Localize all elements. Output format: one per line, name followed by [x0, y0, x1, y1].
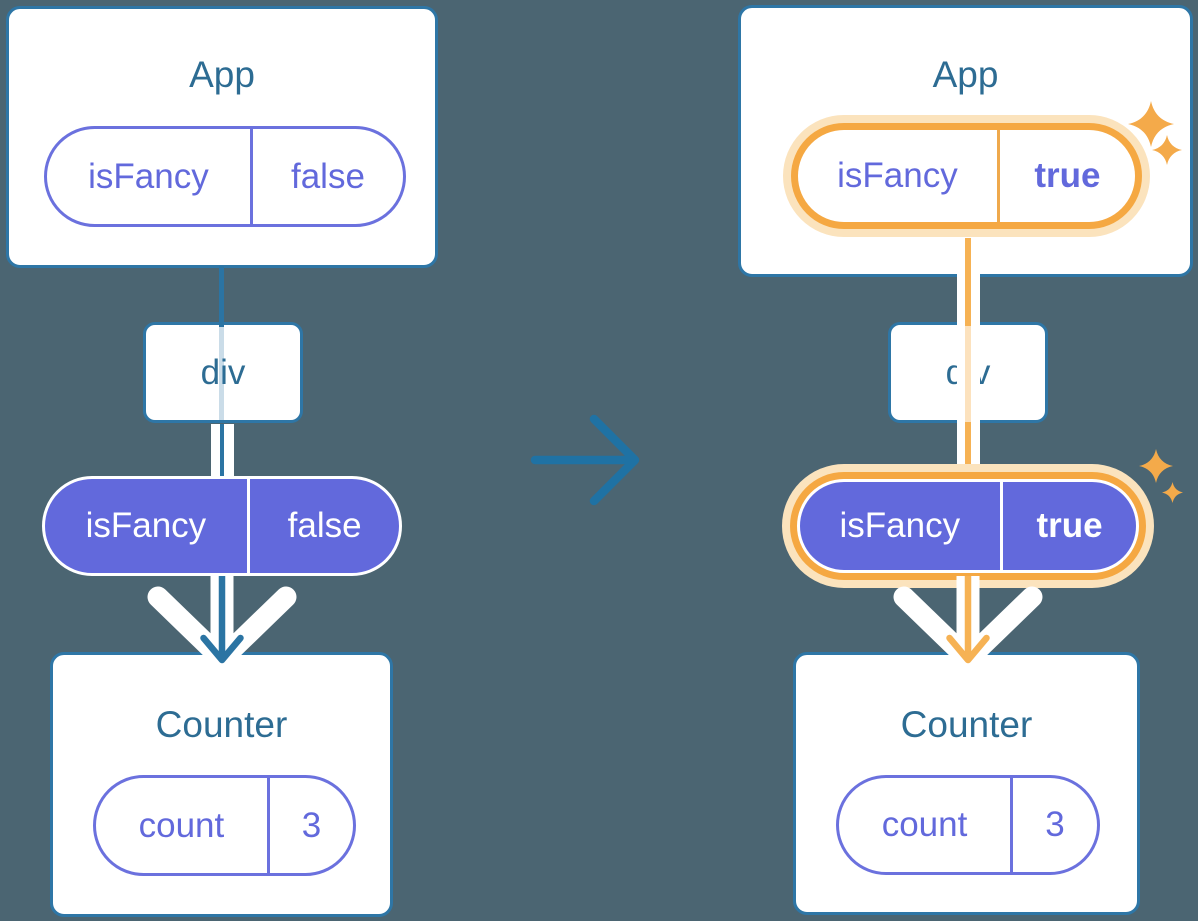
prop-pipe-core	[219, 424, 224, 478]
arrowhead-icon	[200, 576, 244, 664]
pill-divider	[246, 479, 251, 573]
state-value: 3	[301, 805, 322, 845]
div-label: div	[200, 352, 246, 392]
sparkle-icon	[1128, 101, 1174, 147]
app-title: App	[932, 54, 999, 95]
counter-title: Counter	[155, 704, 288, 745]
counter-card-left: Counter count 3	[50, 652, 393, 917]
app-prop-pill: isFancy false	[44, 126, 406, 227]
prop-value: false	[287, 506, 362, 545]
arrowhead-icon	[946, 576, 990, 664]
pass-arrow-right	[893, 576, 1043, 670]
pill-divider	[266, 778, 270, 873]
prop-pipe-core-faint	[965, 326, 971, 422]
sparkle-icon	[1139, 449, 1173, 483]
sparkle-icon	[1152, 135, 1182, 165]
app-prop-pill-highlighted: isFancy true	[798, 130, 1135, 222]
prop-value: true	[1034, 156, 1101, 195]
counter-card-right: Counter count 3	[793, 652, 1140, 915]
prop-key: isFancy	[839, 506, 961, 545]
counter-state-pill: count 3	[836, 775, 1100, 875]
app-card-left: App isFancy false	[6, 6, 438, 268]
prop-value: false	[290, 156, 365, 196]
counter-state-pill: count 3	[93, 775, 356, 876]
state-key: count	[881, 805, 968, 844]
prop-key: isFancy	[837, 156, 958, 195]
sparkle-icon	[1162, 482, 1183, 503]
pill-divider	[1010, 778, 1014, 872]
div-card-left: div	[143, 322, 303, 423]
counter-title: Counter	[900, 704, 1033, 745]
connector-line-faint	[219, 327, 224, 421]
prop-value: true	[1036, 506, 1103, 545]
prop-pipe-core	[965, 238, 971, 326]
pill-divider	[249, 129, 253, 224]
passed-prop-pill-right-highlighted: isFancy true	[797, 479, 1139, 573]
pill-divider	[999, 482, 1004, 570]
state-key: count	[138, 805, 225, 845]
transition-arrow-icon	[530, 414, 640, 506]
pass-arrow-left	[147, 576, 297, 670]
prop-key: isFancy	[85, 506, 207, 545]
pill-divider	[996, 130, 1000, 222]
prop-key: isFancy	[88, 156, 209, 196]
state-value: 3	[1045, 805, 1065, 844]
app-title: App	[189, 54, 255, 95]
passed-prop-pill-left: isFancy false	[42, 476, 402, 576]
connector-line	[219, 266, 224, 327]
